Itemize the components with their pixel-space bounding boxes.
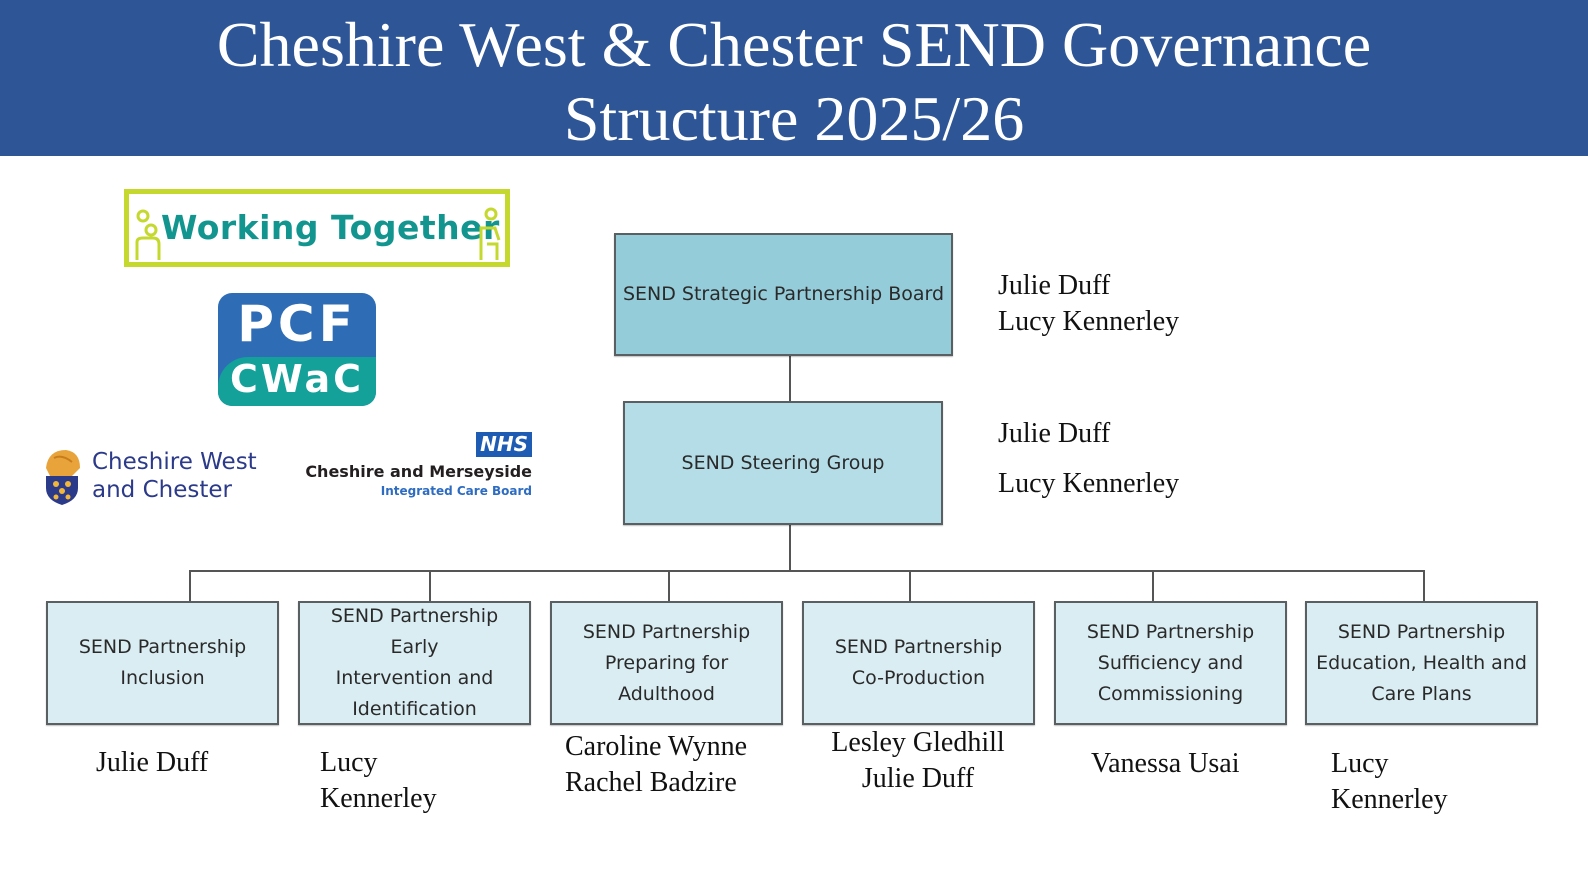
box-label-line: Intervention and xyxy=(335,667,494,689)
box-label-line: SEND Partnership xyxy=(1337,620,1506,643)
box-label-line: Inclusion xyxy=(120,667,205,689)
pcf-logo-bottom: CWaC xyxy=(230,357,364,401)
lead-name: Rachel Badzire xyxy=(565,767,737,798)
inclusion-leads: Julie Duff xyxy=(96,745,208,781)
lead-name: Lucy xyxy=(320,747,378,778)
box-label-line: SEND Partnership xyxy=(78,636,247,658)
lead-name: Caroline Wynne xyxy=(565,731,748,762)
council-name-line-2: and Chester xyxy=(92,477,232,503)
box-label-line: Education, Health and xyxy=(1316,651,1527,674)
box-label-line: Identification xyxy=(352,698,477,720)
box-label-line: Care Plans xyxy=(1371,682,1472,705)
box-label-line: SEND Partnership xyxy=(834,636,1003,658)
box-label-line: Sufficiency and xyxy=(1097,651,1244,674)
steering-group-box: SEND Steering Group xyxy=(623,401,943,525)
lead-name: Julie Duff xyxy=(998,418,1111,449)
person-icon xyxy=(479,207,501,260)
connector-drop xyxy=(1152,570,1154,602)
connector-board-steering xyxy=(789,355,791,402)
connector-drop xyxy=(429,570,431,602)
box-label-line: SEND Partnership xyxy=(582,620,751,643)
sufficiency-commissioning-leads: Vanessa Usai xyxy=(1091,746,1240,782)
lead-name: Vanessa Usai xyxy=(1091,748,1240,779)
preparing-adulthood-leads: Caroline Wynne Rachel Badzire xyxy=(565,729,747,801)
box-label-line: Commissioning xyxy=(1097,682,1244,705)
connector-horizontal-bus xyxy=(189,570,1425,572)
person-icon xyxy=(135,209,161,260)
council-crest-icon xyxy=(46,450,80,505)
steering-leads: Julie Duff Lucy Kennerley xyxy=(998,409,1179,509)
nhs-org-subtitle: Integrated Care Board xyxy=(380,484,532,498)
early-intervention-leads: Lucy Kennerley xyxy=(320,745,437,817)
lead-name: Lucy Kennerley xyxy=(998,468,1180,499)
page-title-line-2: Structure 2025/26 xyxy=(563,83,1025,154)
box-label-line: Co-Production xyxy=(851,667,986,689)
lead-name: Julie Duff xyxy=(998,270,1111,301)
lead-name: Julie Duff xyxy=(861,763,975,794)
lead-name: Lucy xyxy=(1331,748,1389,779)
co-production-leads: Lesley Gledhill Julie Duff xyxy=(818,725,1018,797)
pcf-cwac-logo: PCF CWaC xyxy=(218,293,376,406)
nhs-icb-logo: NHS Cheshire and Merseyside Integrated C… xyxy=(300,432,532,504)
council-name-line-1: Cheshire West xyxy=(92,449,257,475)
connector-drop xyxy=(189,570,191,602)
strategic-partnership-board-box: SEND Strategic Partnership Board xyxy=(614,233,953,356)
connector-drop xyxy=(1423,570,1425,602)
lead-name: Kennerley xyxy=(1331,784,1448,815)
box-label-line: SEND Partnership xyxy=(1086,620,1255,643)
box-label-line: Adulthood xyxy=(618,682,715,705)
lead-name: Lesley Gledhill xyxy=(831,727,1005,758)
working-together-logo: Working Together xyxy=(124,189,510,267)
box-label: SEND Steering Group xyxy=(681,451,885,474)
box-label: SEND Strategic Partnership Board xyxy=(622,283,945,305)
working-together-text: Working Together xyxy=(161,208,500,247)
council-logo: Cheshire West and Chester xyxy=(42,448,272,508)
page-header: Cheshire West & Chester SEND Governance … xyxy=(0,0,1588,156)
board-leads: Julie Duff Lucy Kennerley xyxy=(998,268,1179,340)
lead-name: Kennerley xyxy=(320,783,437,814)
connector-steering-bus xyxy=(789,524,791,571)
box-label-line: Preparing for xyxy=(604,651,729,674)
connector-drop xyxy=(909,570,911,602)
lead-name: Julie Duff xyxy=(96,747,209,778)
lead-name: Lucy Kennerley xyxy=(998,306,1180,337)
page-title-line-1: Cheshire West & Chester SEND Governance xyxy=(216,9,1372,80)
box-label-line: SEND Partnership Early xyxy=(330,605,499,658)
pcf-logo-top: PCF xyxy=(237,295,357,353)
connector-drop xyxy=(668,570,670,602)
nhs-org-name: Cheshire and Merseyside xyxy=(305,462,532,481)
nhs-badge: NHS xyxy=(476,432,532,457)
ehcp-leads: Lucy Kennerley xyxy=(1331,746,1448,818)
